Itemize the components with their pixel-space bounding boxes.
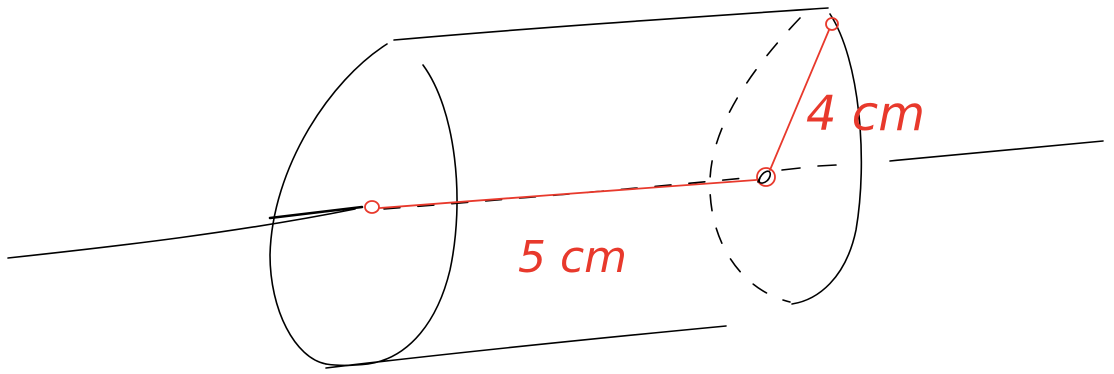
left-center-marker (364, 200, 380, 214)
right-center-marker (756, 167, 776, 187)
top-silhouette-line (393, 7, 829, 41)
axial-length-label: 5 cm (518, 232, 627, 283)
back-ellipse-visible-arc (791, 13, 863, 305)
back-ellipse-hidden-arc (709, 17, 801, 303)
left-axis-bold-stub (268, 205, 364, 220)
front-ellipse-outer (269, 43, 388, 365)
axial-length-segment (379, 179, 757, 209)
right-center-scribble (757, 170, 772, 184)
radius-endpoint-marker (825, 17, 839, 31)
bottom-silhouette-line (325, 325, 727, 369)
hidden-axis-dash-right (781, 164, 837, 171)
front-ellipse-inner (325, 64, 458, 367)
left-axis-line (7, 208, 356, 259)
radius-label: 4 cm (806, 86, 925, 142)
right-axis-line (889, 140, 1104, 162)
radius-segment (769, 29, 830, 171)
